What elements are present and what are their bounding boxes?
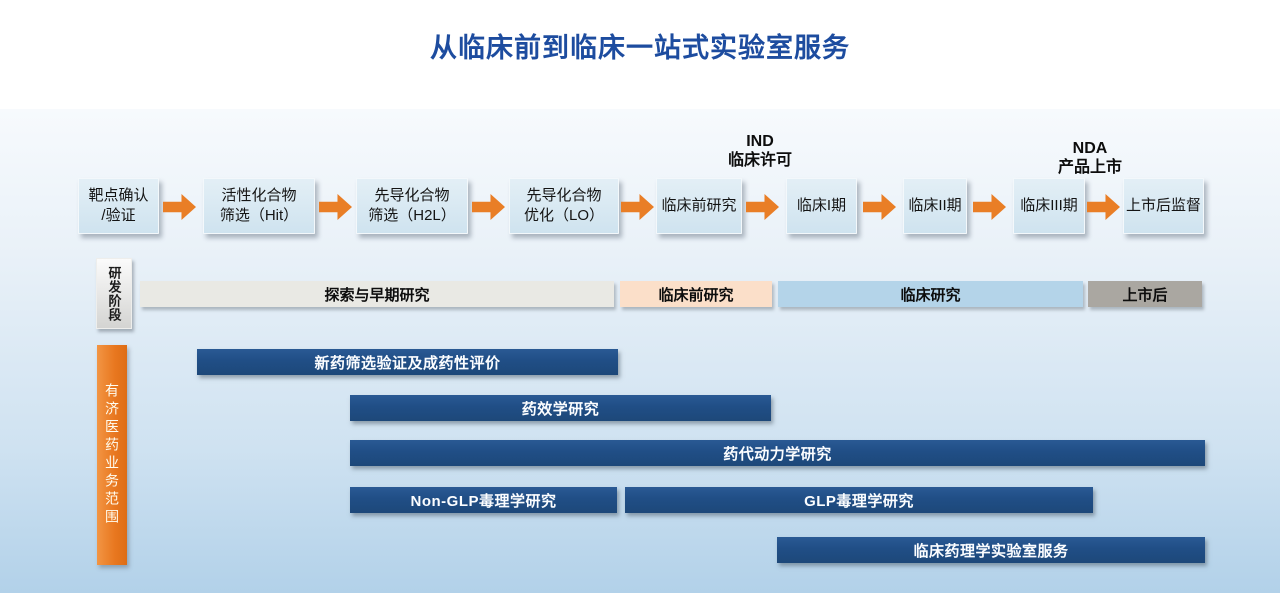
service-bar-pharmacodynamics: 药效学研究 bbox=[350, 395, 771, 421]
gradient-background bbox=[0, 109, 1280, 593]
stage-clinical-research: 临床研究 bbox=[778, 281, 1083, 307]
stage-post-market: 上市后 bbox=[1088, 281, 1202, 307]
rd-stage-axis-text: 研发阶段 bbox=[106, 265, 122, 322]
service-bar-glp-toxicology: GLP毒理学研究 bbox=[625, 487, 1093, 513]
service-bar-non-glp-toxicology: Non-GLP毒理学研究 bbox=[350, 487, 617, 513]
flow-step-phase-2: 临床II期 bbox=[903, 178, 967, 234]
flow-step-target-validation: 靶点确认 /验证 bbox=[78, 178, 159, 234]
stage-discovery-early-research: 探索与早期研究 bbox=[140, 281, 614, 307]
rd-stage-axis-label: 研发阶段 bbox=[96, 258, 132, 329]
flow-step-phase-1: 临床I期 bbox=[786, 178, 857, 234]
flow-step-post-market: 上市后监督 bbox=[1123, 178, 1204, 234]
service-bar-pharmacokinetics: 药代动力学研究 bbox=[350, 440, 1205, 466]
business-scope-axis-text: 有济医药业务范围 bbox=[104, 383, 120, 527]
flow-step-h2l-screening: 先导化合物 筛选（H2L） bbox=[356, 178, 468, 234]
service-bar-clinical-pharmacology-lab: 临床药理学实验室服务 bbox=[777, 537, 1205, 563]
stage-preclinical-research: 临床前研究 bbox=[620, 281, 772, 307]
milestone-ind-code: IND bbox=[746, 133, 774, 150]
page-title: 从临床前到临床一站式实验室服务 bbox=[430, 33, 850, 63]
milestone-nda-code: NDA bbox=[1072, 140, 1108, 157]
milestone-nda: NDA 产品上市 bbox=[1020, 139, 1160, 177]
business-scope-axis-label: 有济医药业务范围 bbox=[97, 345, 127, 565]
service-bar-drug-screening-evaluation: 新药筛选验证及成药性评价 bbox=[197, 349, 618, 375]
milestone-ind: IND 临床许可 bbox=[690, 132, 830, 170]
flow-step-preclinical: 临床前研究 bbox=[656, 178, 742, 234]
milestone-nda-caption: 产品上市 bbox=[1057, 159, 1122, 177]
flow-step-lead-optimization: 先导化合物 优化（LO） bbox=[509, 178, 619, 234]
milestone-ind-caption: 临床许可 bbox=[727, 152, 792, 170]
flow-step-phase-3: 临床III期 bbox=[1013, 178, 1085, 234]
flow-step-hit-screening: 活性化合物 筛选（Hit） bbox=[203, 178, 315, 234]
